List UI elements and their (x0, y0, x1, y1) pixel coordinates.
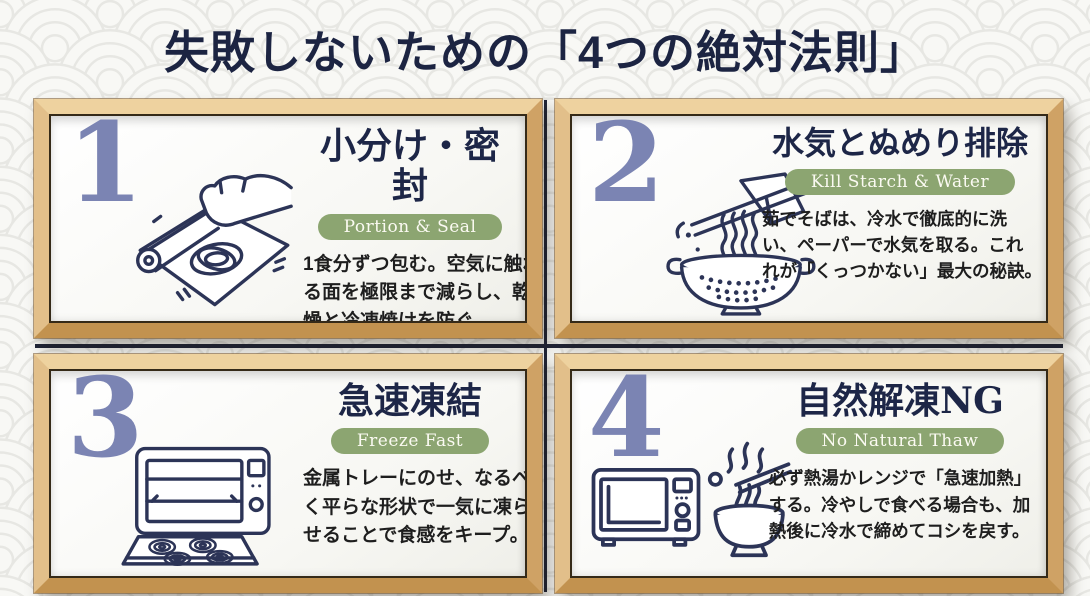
microwave-icon (591, 468, 701, 547)
panel-text-column: 急速凍結 Freeze Fast 金属トレーにのせ、なるべ く平らな形状で一気に… (303, 380, 525, 551)
panel-number: 3 (67, 369, 144, 482)
panel-4-no-natural-thaw: 4 (555, 354, 1063, 593)
desc-line: 茹でそばは、冷水で徹底的に洗 (762, 208, 1007, 229)
panel-number: 1 (67, 114, 144, 227)
panel-description: 金属トレーにのせ、なるべ く平らな形状で一気に凍ら せることで食感をキープ。 (303, 465, 527, 551)
desc-line: 燥と冷凍焼けを防ぐ。 (303, 310, 494, 323)
desc-line: 必ず熱湯かレンジで「急速加熱」 (768, 468, 1032, 489)
panel-number: 4 (588, 369, 665, 482)
desc-line: い、ペーパーで水気を取る。これ (762, 235, 1024, 256)
panel-description: 1食分ずつ包む。空気に触れ る面を極限まで減らし、乾 燥と冷凍焼けを防ぐ。 (303, 251, 527, 323)
freezer-tray-icon (121, 446, 271, 566)
wood-frame: 2 (555, 99, 1063, 338)
panel-title: 自然解凍NG (796, 380, 1004, 422)
desc-line: く平らな形状で一気に凍ら (303, 496, 527, 518)
desc-line: る面を極限まで減らし、乾 (303, 282, 527, 304)
panel-canvas: 4 (570, 369, 1048, 578)
desc-line: 1食分ずつ包む。空気に触れ (303, 253, 527, 275)
desc-line: せることで食感をキープ。 (303, 525, 527, 547)
english-badge: Kill Starch & Water (784, 168, 1016, 195)
wood-frame: 1 (34, 99, 542, 338)
page-title: 失敗しないための「4つの絶対法則」 (163, 27, 927, 78)
panel-text-column: 小分け・密封 Portion & Seal 1食分ずつ包む。空気に触れ る面を極… (303, 125, 525, 321)
panel-title: 急速凍結 (337, 380, 482, 422)
panel-description: 必ず熱湯かレンジで「急速加熱」 する。冷やしで食べる場合も、加 熱後に冷水で締め… (769, 465, 1032, 544)
panel-description: 茹でそばは、冷水で徹底的に洗 い、ペーパーで水気を取る。これ れが「くっつかない… (762, 206, 1042, 285)
desc-line: 熱後に冷水で締めてコシを戻す。 (768, 520, 1030, 541)
rules-grid: 1 (34, 99, 1063, 593)
colander-rinse-icon (666, 172, 816, 316)
wood-frame: 4 (555, 354, 1063, 593)
panel-2-rinse-dry: 2 (555, 99, 1063, 338)
panel-number: 2 (588, 114, 665, 227)
desc-line: する。冷やしで食べる場合も、加 (768, 494, 1031, 515)
wood-frame: 3 (34, 354, 542, 593)
panel-3-freeze-fast: 3 (34, 354, 542, 593)
horizontal-divider-line (35, 344, 1063, 348)
wrap-seal-icon (136, 174, 293, 307)
page-header: 失敗しないための「4つの絶対法則」 (0, 16, 1090, 81)
english-badge: Portion & Seal (317, 213, 503, 240)
noodle-bowl-icon (707, 441, 793, 558)
panel-title: 小分け・密封 (319, 125, 500, 208)
desc-line: 金属トレーにのせ、なるべ (303, 468, 527, 490)
desc-line: れが「くっつかない」最大の秘訣。 (762, 261, 1042, 282)
panel-canvas: 3 (49, 369, 527, 578)
english-badge: Freeze Fast (330, 428, 490, 455)
panel-text-column: 水気とぬめり排除 Kill Starch & Water 茹でそばは、冷水で徹底… (762, 124, 1042, 285)
panel-1-portion-seal: 1 (34, 99, 542, 338)
microwave-and-bowl-icon (591, 441, 793, 558)
english-badge: No Natural Thaw (795, 428, 1005, 455)
panel-canvas: 2 (570, 114, 1048, 323)
panel-canvas: 1 (49, 114, 527, 323)
panel-text-column: 自然解凍NG No Natural Thaw 必ず熱湯かレンジで「急速加熱」 す… (762, 381, 1038, 544)
panel-title: 水気とぬめり排除 (771, 124, 1028, 162)
